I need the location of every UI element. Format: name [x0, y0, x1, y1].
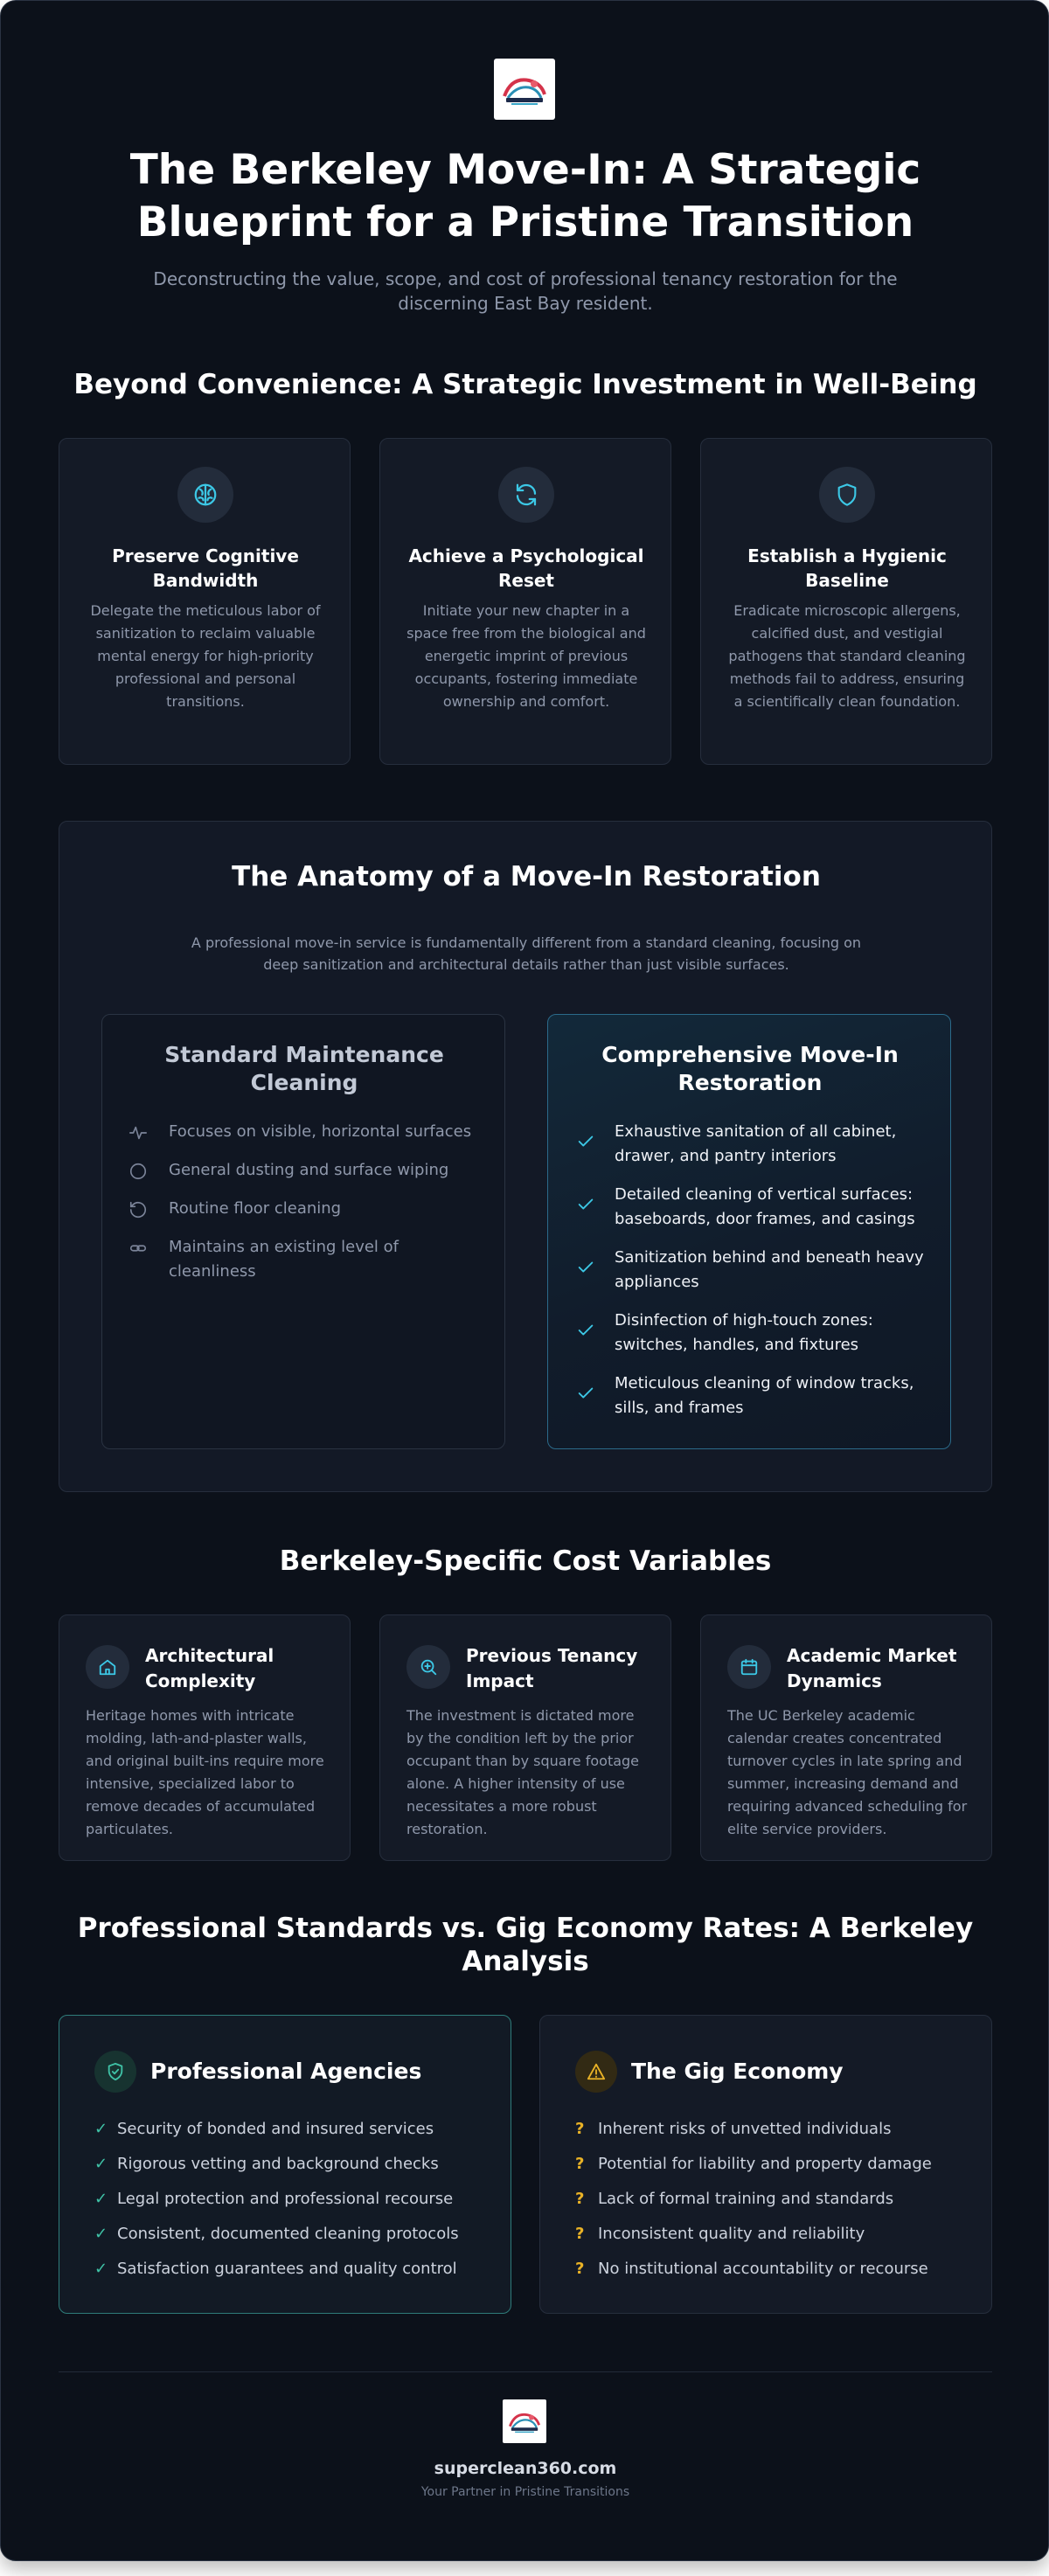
standard-cleaning-column: Standard Maintenance Cleaning Focuses on… — [101, 1014, 505, 1449]
pulse-icon — [129, 1126, 147, 1140]
anatomy-section: The Anatomy of a Move-In Restoration A p… — [59, 821, 992, 1492]
value-card-title: Preserve Cognitive Bandwidth — [112, 545, 299, 591]
list-item: ?Potential for liability and property da… — [575, 2147, 977, 2182]
list-item: Meticulous cleaning of window tracks, si… — [574, 1371, 933, 1420]
link-icon — [129, 1245, 147, 1252]
footer-divider — [59, 2371, 992, 2372]
home-icon — [86, 1645, 129, 1689]
cost-card-title: Previous Tenancy Impact — [466, 1645, 638, 1691]
professional-agencies-list: ✓Security of bonded and insured services… — [94, 2112, 497, 2287]
superclean360-logo-icon — [508, 2413, 541, 2434]
standard-cleaning-title: Standard Maintenance Cleaning — [164, 1042, 444, 1095]
check-mark: ✓ — [94, 2260, 108, 2278]
list-item: Maintains an existing level of cleanline… — [129, 1235, 487, 1284]
wellbeing-title: Beyond Convenience: A Strategic Investme… — [73, 369, 977, 400]
rotate-icon — [129, 1201, 147, 1219]
shield-icon — [819, 467, 875, 523]
circle-icon — [129, 1163, 147, 1180]
check-mark: ✓ — [94, 2225, 108, 2243]
list-item: Routine floor cleaning — [129, 1197, 487, 1221]
refresh-icon — [498, 467, 554, 523]
value-card-text: Initiate your new chapter in a space fre… — [406, 602, 646, 710]
list-item: ✓Rigorous vetting and background checks — [94, 2147, 497, 2182]
comparison-title: Professional Standards vs. Gig Economy R… — [77, 1913, 974, 1977]
cost-card-title: Academic Market Dynamics — [787, 1645, 957, 1691]
question-mark: ? — [575, 2155, 585, 2173]
list-item: ?Lack of formal training and standards — [575, 2182, 977, 2217]
professional-agencies-title: Professional Agencies — [150, 2059, 422, 2084]
list-item: General dusting and surface wiping — [129, 1158, 487, 1183]
check-icon — [578, 1261, 594, 1273]
list-item: Exhaustive sanitation of all cabinet, dr… — [574, 1120, 933, 1169]
list-item: ✓Consistent, documented cleaning protoco… — [94, 2217, 497, 2252]
gig-economy-list: ?Inherent risks of unvetted individuals … — [575, 2112, 977, 2287]
list-item: Disinfection of high-touch zones: switch… — [574, 1309, 933, 1357]
gig-economy-title: The Gig Economy — [631, 2059, 844, 2084]
value-card-text: Delegate the meticulous labor of sanitiz… — [90, 602, 321, 710]
page-title: The Berkeley Move-In: A Strategic Bluepr… — [129, 146, 921, 246]
check-icon — [578, 1324, 594, 1336]
check-mark: ✓ — [94, 2120, 108, 2138]
list-item: ?Inherent risks of unvetted individuals — [575, 2112, 977, 2147]
professional-agencies-card: Professional Agencies ✓Security of bonde… — [59, 2015, 511, 2314]
list-item: ✓Legal protection and professional recou… — [94, 2182, 497, 2217]
anatomy-description: A professional move-in service is fundam… — [191, 934, 862, 973]
costs-title: Berkeley-Specific Cost Variables — [279, 1545, 772, 1577]
superclean360-logo-icon — [503, 78, 546, 105]
footer-site-link[interactable]: superclean360.com — [434, 2459, 617, 2478]
question-mark: ? — [575, 2120, 585, 2138]
check-mark: ✓ — [94, 2155, 108, 2173]
footer-tagline: Your Partner in Pristine Transitions — [420, 2485, 630, 2499]
footer-logo[interactable] — [503, 2399, 546, 2443]
cost-card: Academic Market Dynamics The UC Berkeley… — [700, 1614, 992, 1861]
check-icon — [578, 1135, 594, 1147]
value-card: Achieve a Psychological Reset Initiate y… — [379, 438, 671, 765]
value-card-title: Establish a Hygienic Baseline — [747, 545, 947, 591]
value-card: Preserve Cognitive Bandwidth Delegate th… — [59, 438, 351, 765]
comprehensive-restoration-column: Comprehensive Move-In Restoration Exhaus… — [547, 1014, 951, 1449]
calendar-icon — [727, 1645, 771, 1689]
check-mark: ✓ — [94, 2190, 108, 2208]
value-card: Establish a Hygienic Baseline Eradicate … — [700, 438, 992, 765]
question-mark: ? — [575, 2260, 585, 2278]
list-item: Detailed cleaning of vertical surfaces: … — [574, 1183, 933, 1232]
check-icon — [578, 1387, 594, 1399]
page-subtitle: Deconstructing the value, scope, and cos… — [153, 268, 898, 314]
cost-card-text: The UC Berkeley academic calendar create… — [727, 1707, 968, 1837]
search-plus-icon — [406, 1645, 450, 1689]
value-card-text: Eradicate microscopic allergens, calcifi… — [728, 602, 966, 710]
brain-icon — [177, 467, 233, 523]
question-mark: ? — [575, 2190, 585, 2208]
list-item: Focuses on visible, horizontal surfaces — [129, 1120, 487, 1144]
standard-cleaning-list: Focuses on visible, horizontal surfaces … — [129, 1120, 487, 1298]
comprehensive-restoration-title: Comprehensive Move-In Restoration — [601, 1042, 899, 1095]
logo[interactable] — [494, 59, 555, 120]
cost-card-text: The investment is dictated more by the c… — [406, 1707, 640, 1837]
gig-economy-card: The Gig Economy ?Inherent risks of unvet… — [539, 2015, 992, 2314]
warning-icon — [575, 2051, 617, 2093]
check-icon — [578, 1198, 594, 1210]
list-item: ✓Security of bonded and insured services — [94, 2112, 497, 2147]
anatomy-title: The Anatomy of a Move-In Restoration — [232, 861, 821, 892]
list-item: Sanitization behind and beneath heavy ap… — [574, 1246, 933, 1295]
list-item: ?Inconsistent quality and reliability — [575, 2217, 977, 2252]
cost-card-title: Architectural Complexity — [145, 1645, 274, 1691]
cost-card: Architectural Complexity Heritage homes … — [59, 1614, 351, 1861]
shield-check-icon — [94, 2051, 136, 2093]
list-item: ?No institutional accountability or reco… — [575, 2252, 977, 2287]
cost-card-text: Heritage homes with intricate molding, l… — [86, 1707, 324, 1837]
question-mark: ? — [575, 2225, 585, 2243]
value-card-title: Achieve a Psychological Reset — [408, 545, 644, 591]
list-item: ✓Satisfaction guarantees and quality con… — [94, 2252, 497, 2287]
comprehensive-restoration-list: Exhaustive sanitation of all cabinet, dr… — [574, 1120, 933, 1434]
cost-card: Previous Tenancy Impact The investment i… — [379, 1614, 671, 1861]
